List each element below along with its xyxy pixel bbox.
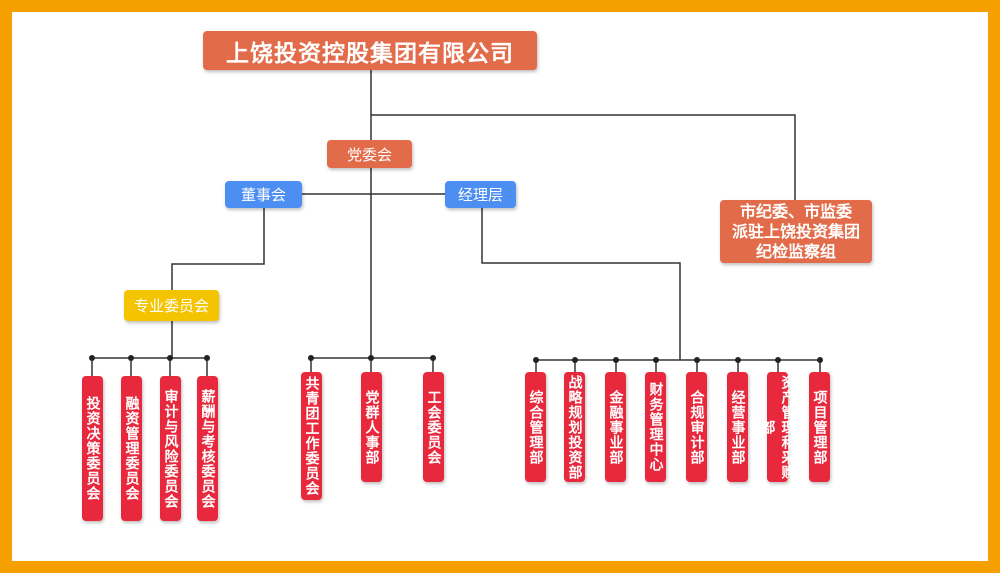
root-node: 上饶投资控股集团有限公司 bbox=[203, 31, 537, 70]
dept-general-management: 综合管理部 bbox=[525, 372, 546, 482]
committee-investment: 投资决策委员会 bbox=[82, 376, 103, 521]
dept-compliance-audit: 合规审计部 bbox=[686, 372, 707, 482]
special-committee-node: 专业委员会 bbox=[124, 290, 219, 321]
junction-dot bbox=[89, 355, 95, 361]
dept-asset-procurement: 资产管理和采购部 bbox=[760, 372, 796, 482]
junction-dot bbox=[735, 357, 741, 363]
dept-finance-business: 金融事业部 bbox=[605, 372, 626, 482]
junction-dot bbox=[430, 355, 436, 361]
junction-dot bbox=[775, 357, 781, 363]
board-node: 董事会 bbox=[225, 181, 302, 208]
party-org-youth-league: 共青团工作委员会 bbox=[301, 372, 322, 500]
party-org-union: 工会委员会 bbox=[423, 372, 444, 482]
dept-operations: 经营事业部 bbox=[727, 372, 748, 482]
management-node: 经理层 bbox=[445, 181, 516, 208]
junction-dot bbox=[694, 357, 700, 363]
discipline-inspection-node: 市纪委、市监委 派驻上饶投资集团 纪检监察组 bbox=[720, 200, 872, 263]
party-org-hr: 党群人事部 bbox=[361, 372, 382, 482]
junction-dot bbox=[204, 355, 210, 361]
junction-dot bbox=[167, 355, 173, 361]
junction-dot bbox=[572, 357, 578, 363]
committee-audit-risk: 审计与风险委员会 bbox=[160, 376, 181, 521]
junction-dot bbox=[128, 355, 134, 361]
committee-financing: 融资管理委员会 bbox=[121, 376, 142, 521]
junction-dot bbox=[653, 357, 659, 363]
party-committee-node: 党委会 bbox=[327, 140, 412, 168]
junction-dot bbox=[308, 355, 314, 361]
dept-strategy-investment: 战略规划投资部 bbox=[564, 372, 585, 482]
junction-dot bbox=[613, 357, 619, 363]
committee-compensation: 薪酬与考核委员会 bbox=[197, 376, 218, 521]
junction-dot bbox=[368, 355, 374, 361]
junction-dot bbox=[817, 357, 823, 363]
junction-dot bbox=[533, 357, 539, 363]
dept-project-management: 项目管理部 bbox=[809, 372, 830, 482]
dept-financial-center: 财务管理中心 bbox=[645, 372, 666, 482]
